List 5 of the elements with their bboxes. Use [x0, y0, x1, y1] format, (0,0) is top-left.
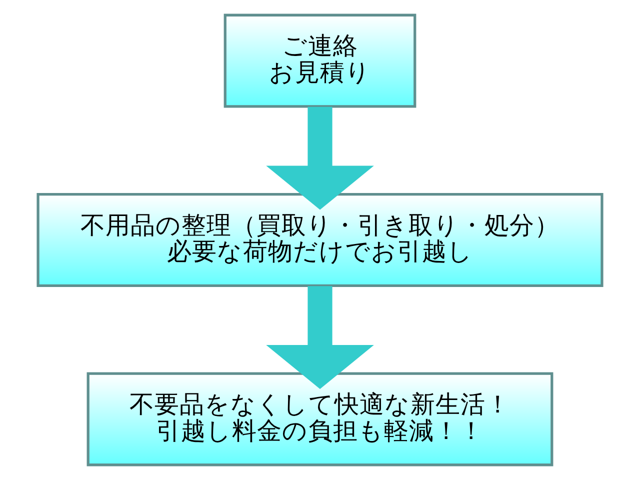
node-box: 不要品をなくして快適な新生活！ 引越し料金の負担も軽減！！: [86, 372, 554, 466]
arrow: [266, 106, 374, 210]
node-box: ご連絡 お見積り: [224, 14, 416, 108]
node-box: 不用品の整理（買取り・引き取り・処分） 必要な荷物だけでお引越し: [36, 193, 604, 287]
arrow: [266, 286, 374, 389]
